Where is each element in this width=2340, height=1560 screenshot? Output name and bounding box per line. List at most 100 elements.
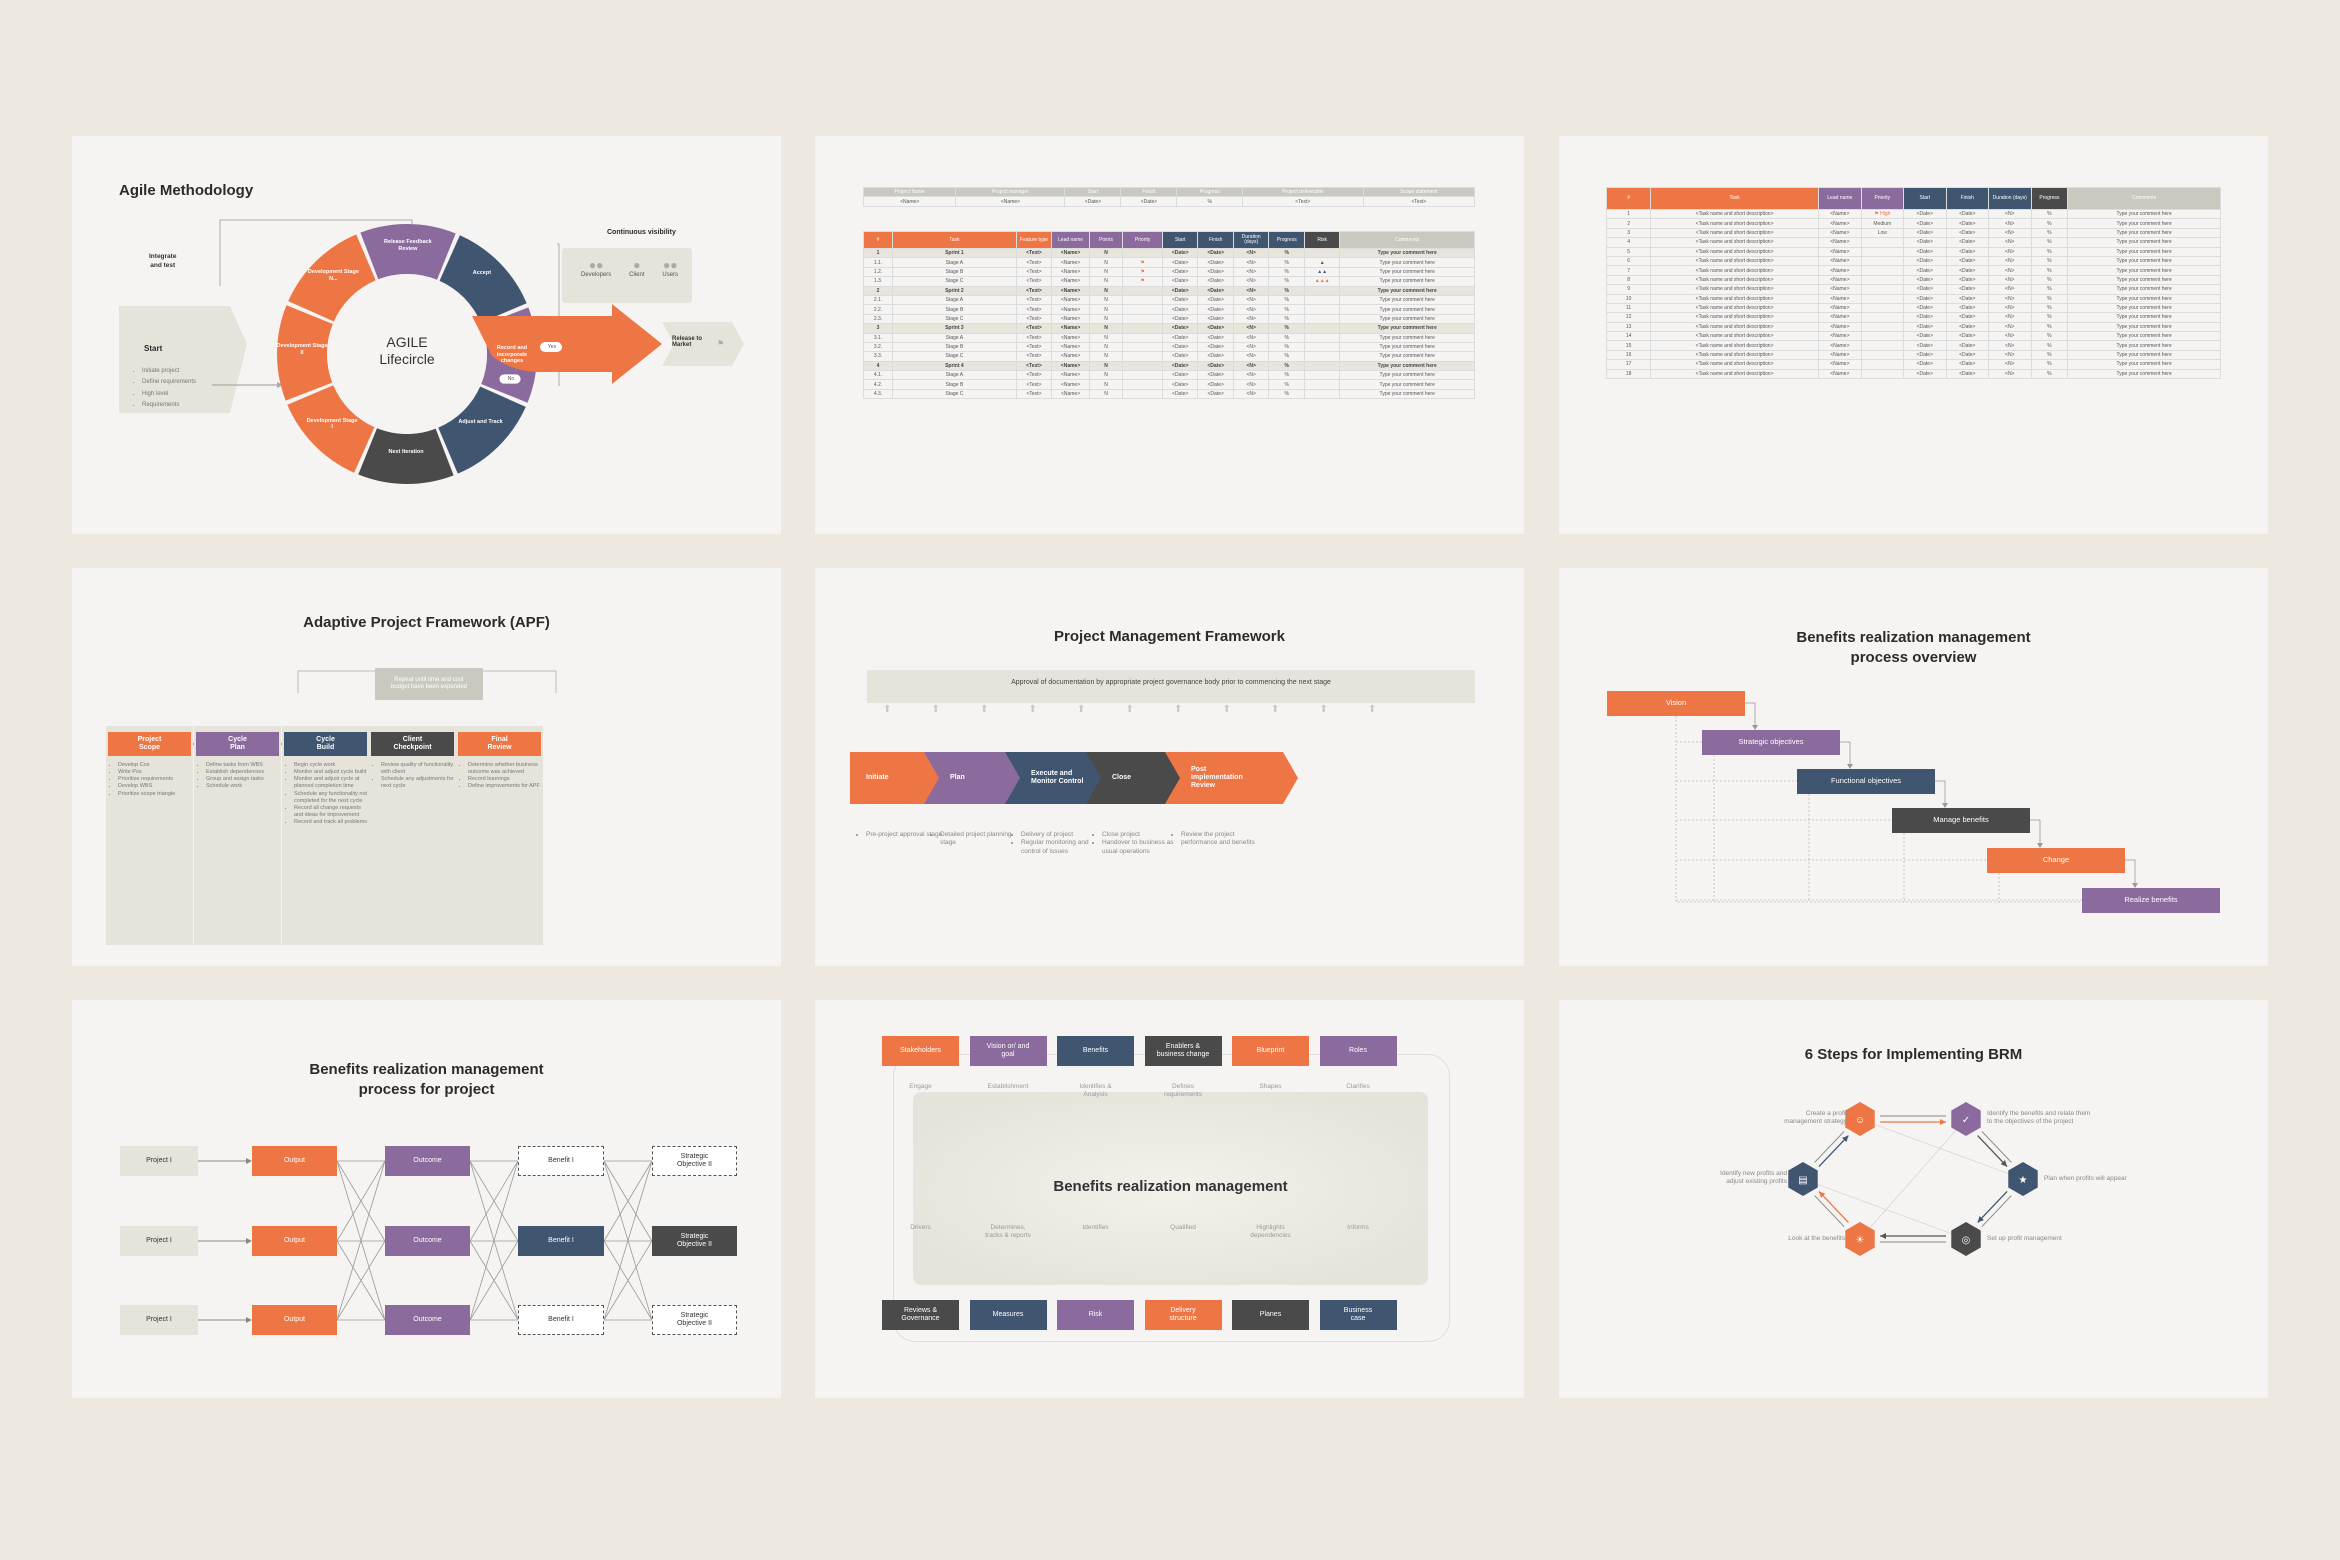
step-item: Review quality of functionality with cli… [381,762,456,776]
lead-cell: <Name> [1818,331,1862,342]
comment-cell: Type your comment here [2067,293,2221,304]
table-cell: <N> [1232,360,1270,372]
slide-brm-project[interactable]: Benefits realization management process … [72,1000,781,1398]
table-cell [1303,304,1341,315]
bottom-pillar-sub: Highlights dependencies [1250,1224,1291,1239]
step-item: Develop WBS [118,783,193,790]
column-header: Lead name [1818,187,1862,210]
comment-cell: Type your comment here [2067,274,2221,286]
slide-six-steps[interactable]: 6 Steps for Implementing BRM ☺✓★◎☀▤ Crea… [1559,1000,2268,1398]
cross-line [1802,1178,1967,1240]
slide-title: Benefits realization management process … [309,1061,544,1098]
finish-cell: <Date> [1945,321,1990,333]
table-cell: N [1088,247,1124,259]
slide-agile-methodology[interactable]: Agile Methodology Integrate and test Con… [72,136,781,534]
benefit-box: Benefit I [518,1146,604,1176]
comment-cell: Type your comment here [2067,237,2221,248]
row-number: 18 [1605,368,1652,380]
approval-arrow-icon: ⬆ [883,704,892,715]
table-cell [1122,332,1163,343]
table-cell: <Name> [1051,388,1090,400]
priority-cell [1860,349,1905,361]
table-cell [1122,285,1163,296]
lead-cell: <Name> [1818,312,1862,323]
connector-head [2037,843,2043,848]
phase-item: Close project [1102,831,1182,839]
table-cell: N [1088,370,1124,381]
duration-cell: <N> [1988,237,2032,248]
table-cell: <Date> [1197,247,1234,259]
table-row: 5<Task name and short description><Name>… [1605,246,2221,257]
task-cell: <Task name and short description> [1650,265,1820,276]
table-cell [1122,294,1163,306]
progress-cell: % [2030,359,2069,370]
approval-arrow-icon: ⬆ [1125,704,1134,715]
dashed-guide [1675,716,2082,903]
table-cell: <N> [1232,332,1270,343]
column-header: Comments [2067,187,2221,210]
slide-apf[interactable]: Adaptive Project Framework (APF) Repeat … [72,568,781,966]
column-header: Risk [1303,231,1341,249]
cycle-arrow [1981,1131,2012,1163]
column-header: Priority [1122,231,1163,249]
table-row: 17<Task name and short description><Name… [1605,359,2221,370]
table-cell: Stage A [892,257,1017,268]
flow-line [336,1240,386,1321]
progress-cell: % [2030,368,2069,380]
finish-cell: <Date> [1945,284,1990,295]
table-row: 10<Task name and short description><Name… [1605,293,2221,304]
cross-line [1859,1118,2024,1180]
no-badge: No [507,376,515,382]
table-cell: 1.1. [862,257,894,268]
step-items: Define tasks from WBSEstablish dependenc… [198,762,281,791]
progress-cell: % [2030,274,2069,286]
people-item: ●Client [629,258,645,278]
table-cell: <Text> [1015,276,1053,287]
slide-brm-overview[interactable]: Benefits realization management process … [1559,568,2268,966]
row-number: 13 [1605,321,1652,333]
table-cell: <N> [1232,247,1270,259]
table-row: 7<Task name and short description><Name>… [1605,265,2221,276]
table-cell: <Text> [1015,370,1053,381]
table-row: 2<Task name and short description><Name>… [1605,218,2221,229]
top-pillar-sub: Establishment [987,1083,1029,1090]
slide-title: Benefits realization management process … [1796,629,2031,666]
priority-cell [1860,274,1905,286]
table-cell: <Date> [1197,304,1234,315]
progress-cell: % [2030,227,2069,239]
slide-brm-hub[interactable]: Benefits realization management Stakehol… [815,1000,1524,1398]
table-cell: % [1268,266,1305,278]
table-cell: <Date> [1161,294,1199,306]
phase-chevron [924,752,1039,804]
lead-cell: <Name> [1818,208,1862,220]
lead-cell: <Name> [1818,284,1862,295]
phase-chevron [1005,752,1120,804]
column-header: Start [1161,231,1199,249]
finish-cell: <Date> [1945,302,1990,314]
approval-arrow-icon: ⬆ [1222,704,1231,715]
column-header: Finish [1945,187,1990,210]
slide-pm-framework[interactable]: Project Management Framework Approval of… [815,568,1524,966]
duration-cell: <N> [1988,293,2032,304]
row-number: 15 [1605,340,1652,351]
table-cell: <Date> [1161,360,1199,372]
column-header: Comments [1339,231,1475,249]
table-cell [1303,351,1341,362]
approval-arrow-icon: ⬆ [1077,704,1086,715]
table-cell: <N> [1232,370,1270,381]
table-cell [1122,351,1163,362]
info-header: Finish [1120,186,1178,198]
comment-cell: Type your comment here [2067,331,2221,342]
step-column [194,726,281,945]
table-cell: <Name> [1051,247,1090,259]
approval-arrow-icon: ⬆ [1271,704,1280,715]
phase-chevron [1086,752,1201,804]
release-label: Release to Market [672,336,703,348]
phase-label: Initiate [866,773,889,781]
column-header: Duration (days) [1232,231,1270,249]
table-cell: Type your comment here [1339,351,1475,362]
step-label: Look at the benefits [1788,1235,1845,1242]
ring-segment [287,385,375,473]
